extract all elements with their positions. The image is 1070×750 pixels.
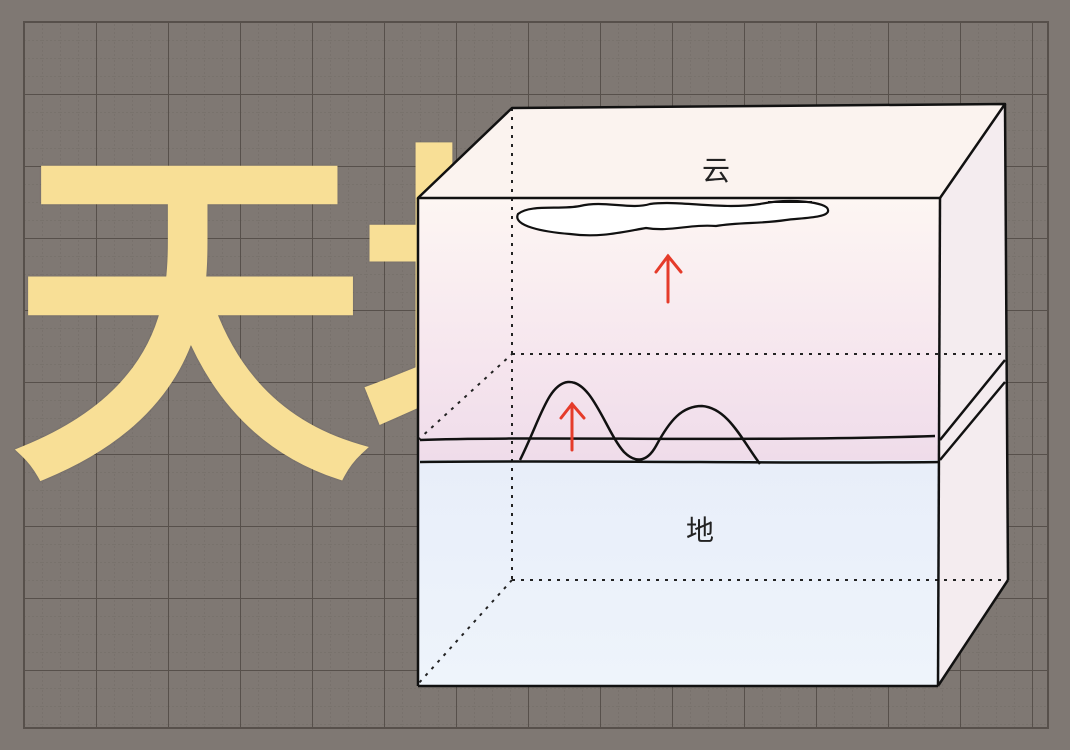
- title-char-tian: 天: [10, 108, 370, 531]
- arrow-up-icon: [654, 253, 683, 304]
- cloud-label: 云: [702, 154, 730, 187]
- box-sky-section: [418, 198, 940, 460]
- box-ground-section: [418, 460, 940, 686]
- box-right-face: [938, 104, 1008, 686]
- ground-front-line: [419, 460, 941, 464]
- hidden-edges: [417, 108, 1008, 685]
- box-outline: [416, 102, 1010, 688]
- ground-surface-line: [419, 434, 936, 442]
- cloud-shape: [516, 200, 830, 237]
- mountain-shape: [518, 380, 762, 465]
- arrow-up-icon: [559, 401, 586, 452]
- box-top-face: [418, 104, 1005, 198]
- ground-label: 地: [686, 514, 714, 547]
